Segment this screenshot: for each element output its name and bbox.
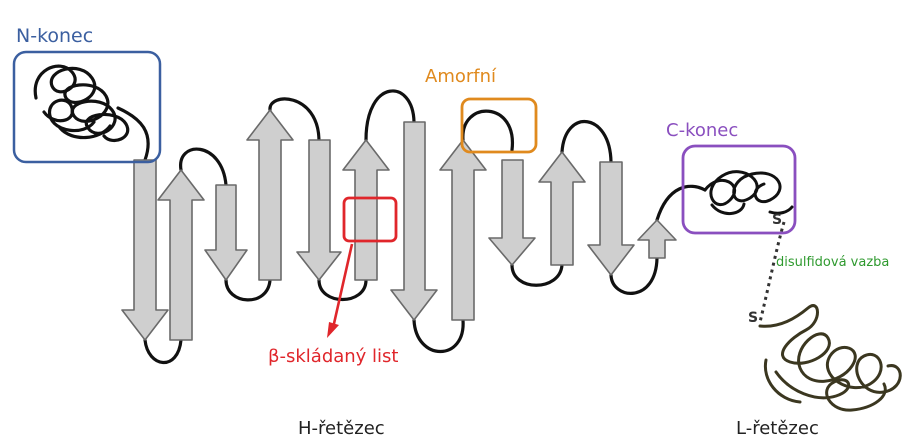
c-terminus-coil [703, 170, 794, 215]
beta-strand-5 [296, 139, 342, 281]
sulfur-top-label: S [772, 212, 782, 228]
beta-strand-12 [637, 219, 677, 259]
beta-strand-6 [342, 139, 390, 281]
beta-strand-1 [121, 159, 169, 341]
beta-sheet-box [342, 196, 398, 243]
disulfide-bond-line [758, 221, 786, 323]
amorphous-label: Amorfní [425, 66, 497, 87]
beta-strand-7 [390, 121, 438, 321]
disulfide-bond-label: disulfidová vazba [776, 255, 889, 270]
light-chain-label: L-řetězec [736, 418, 819, 439]
n-terminus-coil [33, 64, 130, 142]
beta-strand-2 [157, 169, 205, 341]
beta-sheet-label: β-skládaný list [268, 346, 399, 367]
beta-strand-3 [204, 184, 248, 281]
amorphous-box [460, 97, 538, 154]
beta-strand-11 [587, 161, 635, 276]
beta-strand-9 [488, 159, 536, 266]
light-chain-coil [758, 304, 902, 412]
n-terminus-box [12, 50, 162, 164]
c-terminus-label: C-konec [666, 120, 738, 141]
heavy-chain-label: H-řetězec [298, 418, 385, 439]
c-terminus-box [681, 144, 797, 235]
heavy-chain-backbone [116, 89, 707, 365]
beta-strand-8 [439, 139, 487, 321]
beta-strand-10 [538, 151, 586, 266]
beta-strands [121, 109, 677, 341]
beta-strand-4 [246, 109, 294, 281]
sulfur-bottom-label: S [748, 310, 758, 326]
beta-sheet-pointer [327, 243, 354, 338]
n-terminus-label: N-konec [16, 25, 93, 47]
